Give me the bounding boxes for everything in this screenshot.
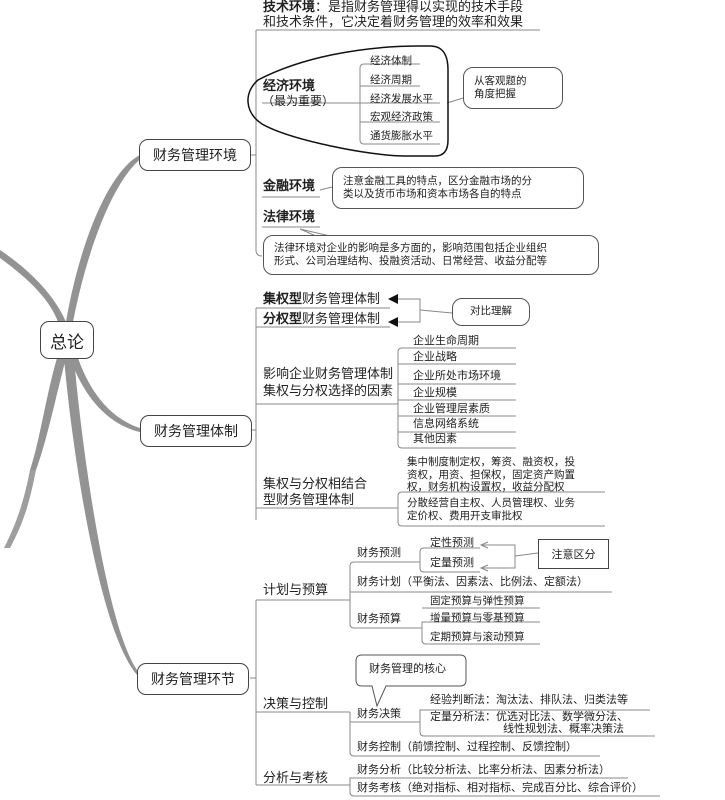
econ-env-subtitle: （最为重要） bbox=[262, 94, 335, 108]
distinguish-note: 注意区分 bbox=[538, 539, 609, 569]
compare-note-text: 对比理解 bbox=[470, 305, 512, 318]
dispersed-line: 分散经营自主权、人员管理权、业务 bbox=[407, 497, 575, 509]
tech-env-text-1: ：是指财务管理得以实现的技术手段 bbox=[315, 0, 524, 15]
branch-label: 财务管理环境 bbox=[153, 148, 237, 164]
econ-item[interactable]: 经济周期 bbox=[370, 74, 412, 86]
centralized-rest: 财务管理体制 bbox=[302, 292, 381, 307]
analysis-item[interactable]: 财务考核（绝对指标、相对指标、完成百分比、综合评价） bbox=[357, 781, 643, 794]
finance-note-line: 类以及货币市场和资本市场各自的特点 bbox=[343, 188, 522, 200]
decide-quant-1[interactable]: 定量分析法：优选对比法、数学微分法、 bbox=[430, 710, 628, 723]
econ-env-title[interactable]: 经济环境 bbox=[263, 79, 316, 94]
root-label: 总论 bbox=[50, 332, 84, 353]
tech-env-text-2: 和技术条件，它决定着财务管理的效率和效果 bbox=[263, 15, 524, 30]
factor-item[interactable]: 企业生命周期 bbox=[413, 334, 479, 347]
econ-item[interactable]: 经济体制 bbox=[370, 55, 412, 67]
plan-title[interactable]: 计划与预算 bbox=[263, 583, 329, 598]
factors-title-1[interactable]: 影响企业财务管理体制 bbox=[263, 367, 394, 382]
decision-title[interactable]: 决策与控制 bbox=[263, 697, 329, 712]
econ-note-line: 从客观题的 bbox=[474, 74, 527, 87]
budget-item[interactable]: 增量预算与零基预算 bbox=[430, 612, 525, 624]
branch-node-system[interactable]: 财务管理体制 bbox=[140, 415, 252, 447]
decentralized-bold: 分权型 bbox=[263, 312, 303, 327]
finance-note-line: 注意金融工具的特点，区分金融市场的分 bbox=[343, 174, 532, 187]
branch-node-environment[interactable]: 财务管理环境 bbox=[139, 139, 251, 171]
law-note-line: 法律环境对企业的影响是多方面的，影响范围包括企业组织 bbox=[274, 241, 547, 254]
analysis-item[interactable]: 财务分析（比较分析法、比率分析法、因素分析法） bbox=[357, 763, 610, 776]
tech-env-node[interactable]: 技术环境：是指财务管理得以实现的技术手段 bbox=[263, 0, 524, 16]
factor-item[interactable]: 企业管理层素质 bbox=[413, 402, 490, 415]
control-line[interactable]: 财务控制（前馈控制、过程控制、反馈控制） bbox=[357, 740, 577, 753]
plan-line[interactable]: 财务计划（平衡法、因素法、比例法、定额法） bbox=[357, 575, 588, 588]
analysis-title[interactable]: 分析与考核 bbox=[263, 771, 329, 786]
econ-item[interactable]: 经济发展水平 bbox=[370, 93, 433, 105]
finance-note-callout: 注意金融工具的特点，区分金融市场的分 类以及货币市场和资本市场各自的特点 bbox=[332, 167, 584, 209]
root-node[interactable]: 总论 bbox=[40, 321, 94, 359]
centralized-bold: 集权型 bbox=[263, 292, 303, 307]
factor-item[interactable]: 信息网络系统 bbox=[413, 417, 479, 430]
branch-node-process[interactable]: 财务管理环节 bbox=[137, 663, 249, 695]
dispersed-line: 定价权、费用开支审批权 bbox=[407, 509, 523, 522]
central-line: 权，财务机构设置权，收益分配权 bbox=[407, 481, 565, 494]
branch-label: 财务管理环节 bbox=[151, 672, 235, 688]
factor-item[interactable]: 企业所处市场环境 bbox=[413, 369, 501, 382]
econ-note-callout: 从客观题的 角度把握 bbox=[463, 67, 563, 109]
forecast-item[interactable]: 定量预测 bbox=[430, 556, 474, 569]
law-note-callout: 法律环境对企业的影响是多方面的，影响范围包括企业组织 形式、公司治理结构、投融资… bbox=[263, 235, 599, 275]
budget-item[interactable]: 定期预算与滚动预算 bbox=[430, 631, 525, 643]
combined-title-2: 型财务管理体制 bbox=[263, 493, 355, 508]
budget-item[interactable]: 固定预算与弹性预算 bbox=[430, 595, 525, 607]
combined-central-text[interactable]: 集中制度制定权，筹资、融资权，投 资权，用资、担保权，固定资产购置 权，财务机构… bbox=[407, 456, 575, 494]
tech-env-title: 技术环境 bbox=[263, 0, 316, 15]
decide-quant-2: 线性规划法、概率决策法 bbox=[503, 722, 624, 735]
decide-experience[interactable]: 经验判断法：淘汰法、排队法、归类法等 bbox=[430, 693, 628, 706]
factor-item[interactable]: 企业规模 bbox=[413, 386, 457, 399]
central-line: 资权，用资、担保权，固定资产购置 bbox=[407, 468, 575, 481]
compare-note-callout: 对比理解 bbox=[452, 298, 530, 326]
law-note-line: 形式、公司治理结构、投融资活动、日常经营、收益分配等 bbox=[274, 255, 547, 267]
law-env-title[interactable]: 法律环境 bbox=[263, 210, 316, 225]
finance-env-title[interactable]: 金融环境 bbox=[263, 179, 316, 194]
centralized-node[interactable]: 集权型财务管理体制 bbox=[263, 292, 381, 308]
branch-label: 财务管理体制 bbox=[154, 424, 238, 440]
decentralized-rest: 财务管理体制 bbox=[302, 312, 381, 327]
combined-dispersed-text[interactable]: 分散经营自主权、人员管理权、业务 定价权、费用开支审批权 bbox=[407, 497, 575, 522]
distinguish-note-text: 注意区分 bbox=[551, 548, 596, 561]
decide-label[interactable]: 财务决策 bbox=[357, 707, 401, 720]
econ-item[interactable]: 通货膨胀水平 bbox=[370, 130, 433, 142]
core-note-text: 财务管理的核心 bbox=[369, 662, 446, 675]
econ-item[interactable]: 宏观经济政策 bbox=[370, 111, 433, 123]
decentralized-node[interactable]: 分权型财务管理体制 bbox=[263, 312, 381, 328]
forecast-item[interactable]: 定性预测 bbox=[430, 536, 474, 549]
combined-title-1[interactable]: 集权与分权相结合 bbox=[263, 477, 368, 492]
forecast-label[interactable]: 财务预测 bbox=[357, 546, 401, 559]
budget-label[interactable]: 财务预算 bbox=[357, 612, 401, 625]
factors-title-2: 集权与分权选择的因素 bbox=[263, 384, 394, 399]
econ-note-line: 角度把握 bbox=[474, 88, 516, 100]
factor-item[interactable]: 其他因素 bbox=[413, 432, 457, 445]
central-line: 集中制度制定权，筹资、融资权，投 bbox=[407, 456, 575, 468]
factor-item[interactable]: 企业战略 bbox=[413, 350, 457, 363]
